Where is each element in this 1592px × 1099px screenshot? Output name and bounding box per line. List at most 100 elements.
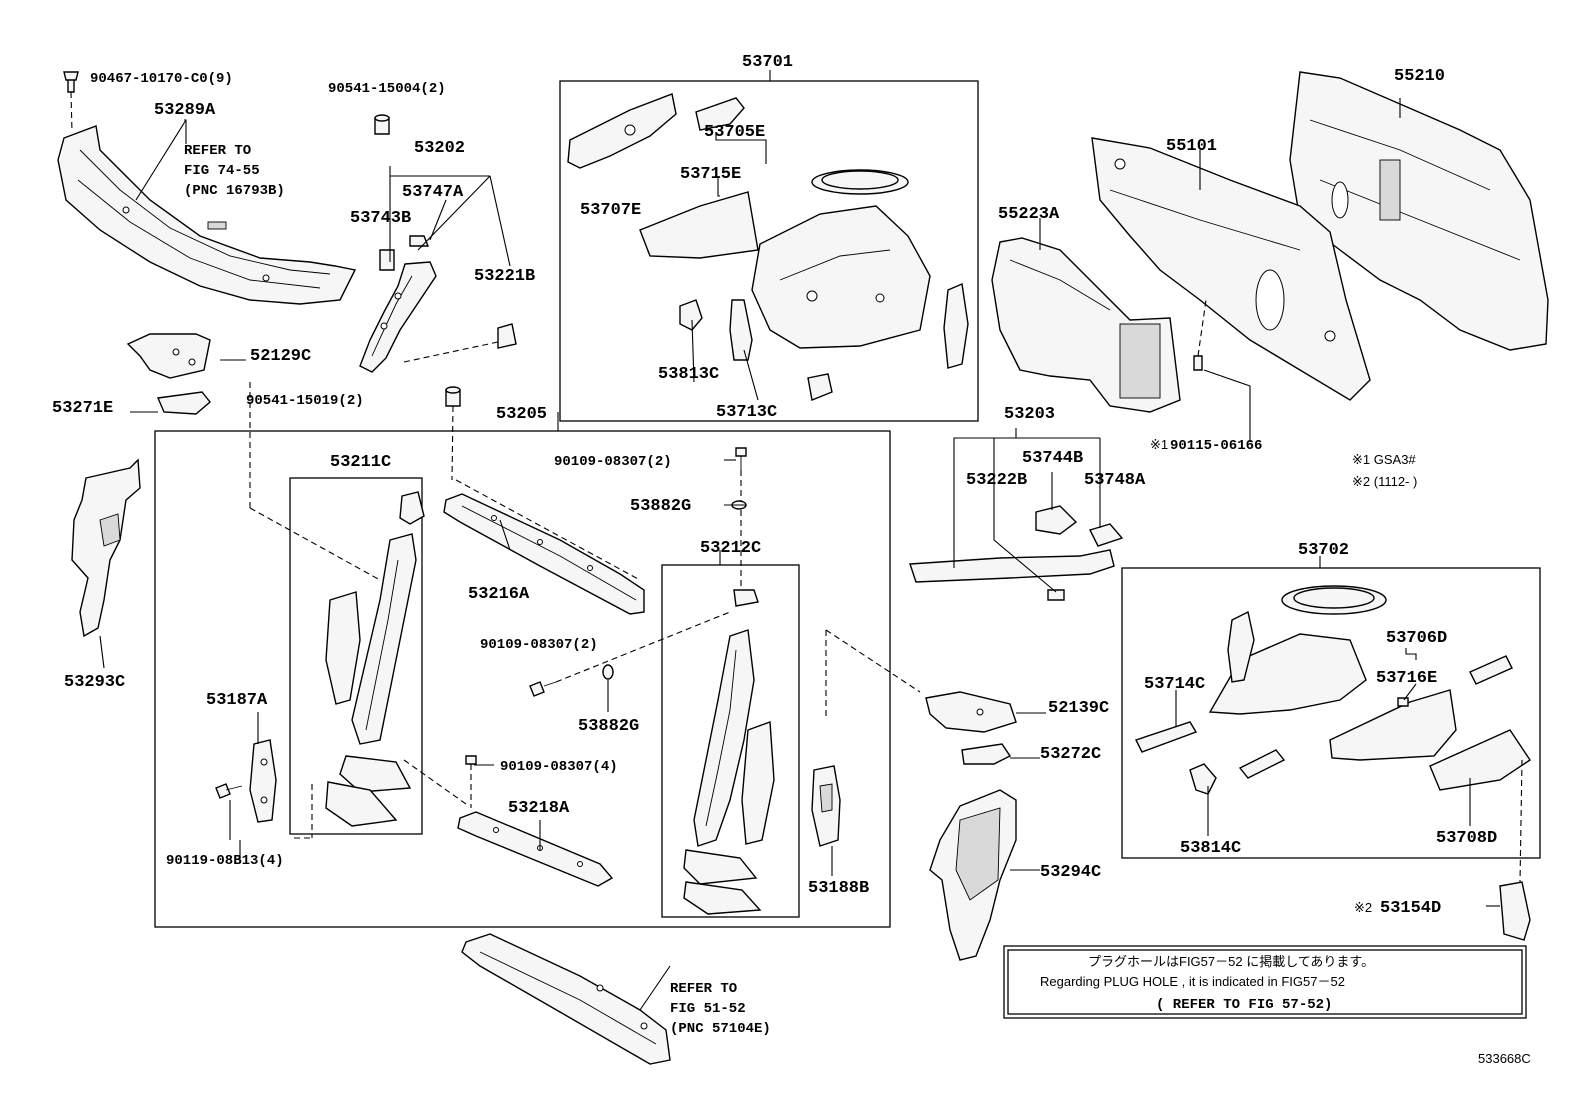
label-53205: 53205 xyxy=(496,405,547,424)
label-53715E: 53715E xyxy=(680,165,741,184)
apron-53701-shape xyxy=(567,93,969,401)
label-53211C: 53211C xyxy=(330,453,391,472)
label-53702: 53702 xyxy=(1298,541,1349,560)
label-90467: 90467-10170-C0(9) xyxy=(90,71,233,87)
dash-insulator-55210-shape xyxy=(1289,71,1549,351)
notice-line-en: Regarding PLUG HOLE , it is indicated in… xyxy=(1040,974,1345,989)
label-53743B: 53743B xyxy=(350,209,411,228)
label-53271E: 53271E xyxy=(52,399,113,418)
seal-53294C-shape xyxy=(929,789,1017,961)
crossmember-53218A-shape xyxy=(457,811,614,887)
label-53202: 53202 xyxy=(414,139,465,158)
label-90541-15019: 90541-15019(2) xyxy=(246,393,364,409)
label-53188B: 53188B xyxy=(808,879,869,898)
cushion-part-shape xyxy=(374,114,390,135)
label-53221B: 53221B xyxy=(474,267,535,286)
bracket-53221B-shape xyxy=(497,323,517,349)
seal-53293C-shape xyxy=(71,458,141,638)
bracket-52139C-shape xyxy=(925,691,1017,733)
refer-2-line3: (PNC 57104E) xyxy=(670,1021,771,1037)
group-box-53211C xyxy=(289,477,423,835)
label-90119: 90119-08B13(4) xyxy=(166,853,284,869)
label-90115: 90115-06166 xyxy=(1170,438,1262,454)
label-53882G-a: 53882G xyxy=(630,497,691,516)
label-53272C: 53272C xyxy=(1040,745,1101,764)
clip-90115-shape xyxy=(1193,355,1203,371)
bracket-53272C-shape xyxy=(961,743,1012,765)
label-52129C: 52129C xyxy=(250,347,311,366)
mark-1-label: ※1 xyxy=(1150,437,1168,452)
label-55101: 55101 xyxy=(1166,137,1217,156)
label-90109-a: 90109-08307(2) xyxy=(554,454,672,470)
label-90109-b: 90109-08307(2) xyxy=(480,637,598,653)
label-53187A: 53187A xyxy=(206,691,268,710)
bracket-52129C-shape xyxy=(126,333,211,379)
label-53701: 53701 xyxy=(742,53,793,72)
label-53293C: 53293C xyxy=(64,673,125,692)
label-90109-c: 90109-08307(4) xyxy=(500,759,618,775)
refer-1-line1: REFER TO xyxy=(184,143,251,159)
radiator-support-upper-shape xyxy=(57,125,357,305)
brace-53187A-shape xyxy=(249,739,277,823)
refer-1-line2: FIG 74-55 xyxy=(184,163,260,179)
dash-silencer-55223A-shape xyxy=(991,237,1181,413)
nut-53882G-b-shape xyxy=(602,664,614,680)
group-box-53701 xyxy=(559,80,979,422)
label-52139C: 52139C xyxy=(1048,699,1109,718)
legend-2: ※2 (1112- ) xyxy=(1352,474,1417,489)
bolt-90109-b-shape xyxy=(529,681,557,697)
label-53154D: 53154D xyxy=(1380,899,1441,918)
label-53716E: 53716E xyxy=(1376,669,1437,688)
side-member-53212C-shape xyxy=(683,589,775,915)
label-53707E: 53707E xyxy=(580,201,641,220)
notice-line-ref: ( REFER TO FIG 57-52) xyxy=(1156,997,1332,1013)
label-53203: 53203 xyxy=(1004,405,1055,424)
label-53748A: 53748A xyxy=(1084,471,1146,490)
label-53706D: 53706D xyxy=(1386,629,1447,648)
panel-53154D-shape xyxy=(1499,881,1531,941)
label-53212C: 53212C xyxy=(700,539,761,558)
label-53222B: 53222B xyxy=(966,471,1027,490)
notice-box-inner xyxy=(1007,949,1523,1015)
label-55223A: 55223A xyxy=(998,205,1060,224)
label-53744B: 53744B xyxy=(1022,449,1083,468)
label-53747A: 53747A xyxy=(402,183,464,202)
label-53294C: 53294C xyxy=(1040,863,1101,882)
bolt-90119-shape xyxy=(215,783,243,799)
label-53216A: 53216A xyxy=(468,585,530,604)
apron-53702-shape xyxy=(1135,585,1531,795)
bracket-53271E-shape xyxy=(156,391,211,415)
group-box-53212C xyxy=(661,564,800,918)
label-53814C: 53814C xyxy=(1180,839,1241,858)
group-box-53205 xyxy=(154,430,891,928)
label-53813C: 53813C xyxy=(658,365,719,384)
refer-2-line2: FIG 51-52 xyxy=(670,1001,746,1017)
label-53713C: 53713C xyxy=(716,403,777,422)
label-90541-15004: 90541-15004(2) xyxy=(328,81,446,97)
label-53708D: 53708D xyxy=(1436,829,1497,848)
bolt-90109-a-shape xyxy=(735,447,747,470)
label-53289A: 53289A xyxy=(154,101,216,120)
bolt-90109-c-shape xyxy=(465,755,477,765)
label-53705E: 53705E xyxy=(704,123,765,142)
label-53218A: 53218A xyxy=(508,799,570,818)
dash-panel-55101-shape xyxy=(1091,137,1371,401)
notice-box xyxy=(1003,945,1527,1019)
group-box-53702 xyxy=(1121,567,1541,859)
mark-2-label: ※2 xyxy=(1354,900,1372,915)
brace-53188B-shape xyxy=(811,765,841,847)
label-53882G-b: 53882G xyxy=(578,717,639,736)
notice-line-jp: プラグホールはFIG57－52 に掲載してあります。 xyxy=(1088,954,1374,969)
side-member-53211C-shape xyxy=(325,491,425,827)
label-53714C: 53714C xyxy=(1144,675,1205,694)
reinforcement-bottom-shape xyxy=(461,933,671,1065)
refer-2-line1: REFER TO xyxy=(670,981,737,997)
crossmember-53216A-shape xyxy=(443,493,645,615)
legend-1: ※1 GSA3# xyxy=(1352,452,1416,467)
cushion-2-part-shape xyxy=(445,386,461,407)
member-53203-shape xyxy=(909,505,1124,601)
label-55210: 55210 xyxy=(1394,67,1445,86)
clip-part-shape xyxy=(63,71,79,93)
refer-1-line3: (PNC 16793B) xyxy=(184,183,285,199)
